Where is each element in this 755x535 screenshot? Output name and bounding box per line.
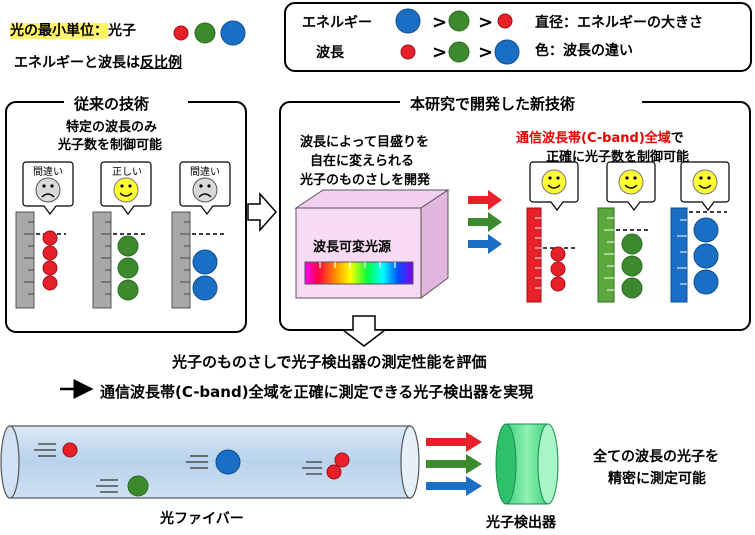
legend-blue-photon bbox=[395, 8, 421, 34]
detector-label: 光子検出器 bbox=[486, 515, 556, 531]
intro-photon-word: 光子 bbox=[108, 23, 136, 39]
legend-box: > > > > bbox=[284, 2, 752, 72]
conventional-ruler-1 bbox=[15, 211, 66, 309]
new-red-stack bbox=[550, 246, 566, 292]
intro-highlight: 光の最小単位： bbox=[10, 23, 108, 39]
cband-red-text: 通信波長帯(C-band)全域 bbox=[516, 131, 671, 146]
bubble-label-wrong-2: 間違い bbox=[190, 167, 220, 178]
conventional-green-stack bbox=[117, 235, 139, 301]
spectrum-bar bbox=[304, 261, 414, 285]
conventional-bubble-2 bbox=[100, 161, 152, 215]
new-ruler-red bbox=[526, 207, 578, 303]
intro-red-photon bbox=[173, 25, 189, 41]
legend-note-diameter: 直径：エネルギーの大きさ bbox=[535, 15, 703, 31]
intro-green-photon bbox=[194, 22, 216, 44]
fiber-output-arrows bbox=[426, 432, 482, 496]
bottom-note-1: 全ての波長の光子を bbox=[593, 449, 719, 465]
conventional-desc-2: 光子数を制御可能 bbox=[58, 138, 163, 153]
new-ruler-green bbox=[597, 207, 650, 303]
legend-energy-label: エネルギー bbox=[302, 15, 372, 31]
new-tech-title: 本研究で開発した新技術 bbox=[410, 95, 576, 113]
cband-suffix: で bbox=[670, 131, 684, 146]
intro-blue-photon bbox=[220, 20, 246, 46]
new-bubble-red bbox=[529, 161, 579, 211]
photon-detector bbox=[495, 423, 559, 505]
conventional-title: 従来の技術 bbox=[74, 95, 150, 113]
legend-gt-4: > bbox=[478, 42, 493, 63]
intro-inverse-text: 反比例 bbox=[140, 55, 182, 71]
new-ruler-blue bbox=[670, 207, 727, 303]
new-tech-desc-2: 自在に変えられる bbox=[310, 154, 415, 169]
legend-red-photon bbox=[497, 13, 513, 29]
legend-gt-3: > bbox=[432, 42, 447, 63]
new-blue-stack bbox=[693, 217, 719, 295]
intro-relation-text: エネルギーと波長は bbox=[14, 55, 140, 71]
legend-gt-1: > bbox=[432, 12, 447, 33]
conventional-bubble-3 bbox=[179, 161, 231, 215]
bubble-label-correct: 正しい bbox=[112, 167, 142, 178]
new-tech-desc-3: 光子のものさしを開発 bbox=[300, 173, 431, 188]
legend-note-color: 色：波長の違い bbox=[535, 43, 633, 59]
evaluation-line-1: 光子のものさしで光子検出器の測定性能を評価 bbox=[172, 353, 487, 371]
legend-wavelength-label: 波長 bbox=[316, 45, 344, 61]
new-bubble-green bbox=[606, 161, 656, 211]
bottom-note-2: 精密に測定可能 bbox=[608, 471, 706, 487]
conventional-desc-1: 特定の波長のみ bbox=[66, 120, 158, 135]
legend-red-photon-2 bbox=[400, 44, 416, 60]
light-source-label: 波長可変光源 bbox=[313, 240, 392, 255]
cband-line-1: 通信波長帯(C-band)全域で bbox=[516, 127, 684, 146]
conventional-bubble-1 bbox=[22, 161, 74, 215]
new-green-stack bbox=[621, 233, 643, 299]
legend-green-photon-2 bbox=[448, 41, 470, 63]
hollow-arrow-down bbox=[340, 315, 388, 347]
cband-line-2: 正確に光子数を制御可能 bbox=[546, 150, 690, 165]
new-tech-desc-1: 波長によって目盛りを bbox=[300, 135, 429, 150]
optical-fiber bbox=[0, 425, 420, 499]
fiber-photons bbox=[34, 442, 350, 497]
conventional-red-stack bbox=[42, 230, 58, 291]
evaluation-line-2: 通信波長帯(C-band)全域を正確に測定できる光子検出器を実現 bbox=[100, 383, 534, 401]
legend-blue-photon-2 bbox=[494, 39, 520, 65]
conventional-ruler-3 bbox=[171, 211, 226, 309]
intro-line-2: エネルギーと波長は反比例 bbox=[14, 52, 182, 72]
bubble-label-wrong-1: 間違い bbox=[33, 167, 63, 178]
legend-green-photon bbox=[448, 10, 470, 32]
tunable-light-source bbox=[294, 189, 450, 299]
hollow-arrow-right bbox=[247, 192, 278, 232]
source-output-arrows bbox=[468, 190, 502, 254]
conventional-blue-stack bbox=[192, 249, 218, 301]
legend-gt-2: > bbox=[478, 12, 493, 33]
intro-line-1: 光の最小単位：光子 bbox=[10, 20, 136, 40]
conventional-ruler-2 bbox=[92, 211, 146, 309]
new-bubble-blue bbox=[680, 161, 730, 211]
fiber-label: 光ファイバー bbox=[160, 511, 244, 527]
